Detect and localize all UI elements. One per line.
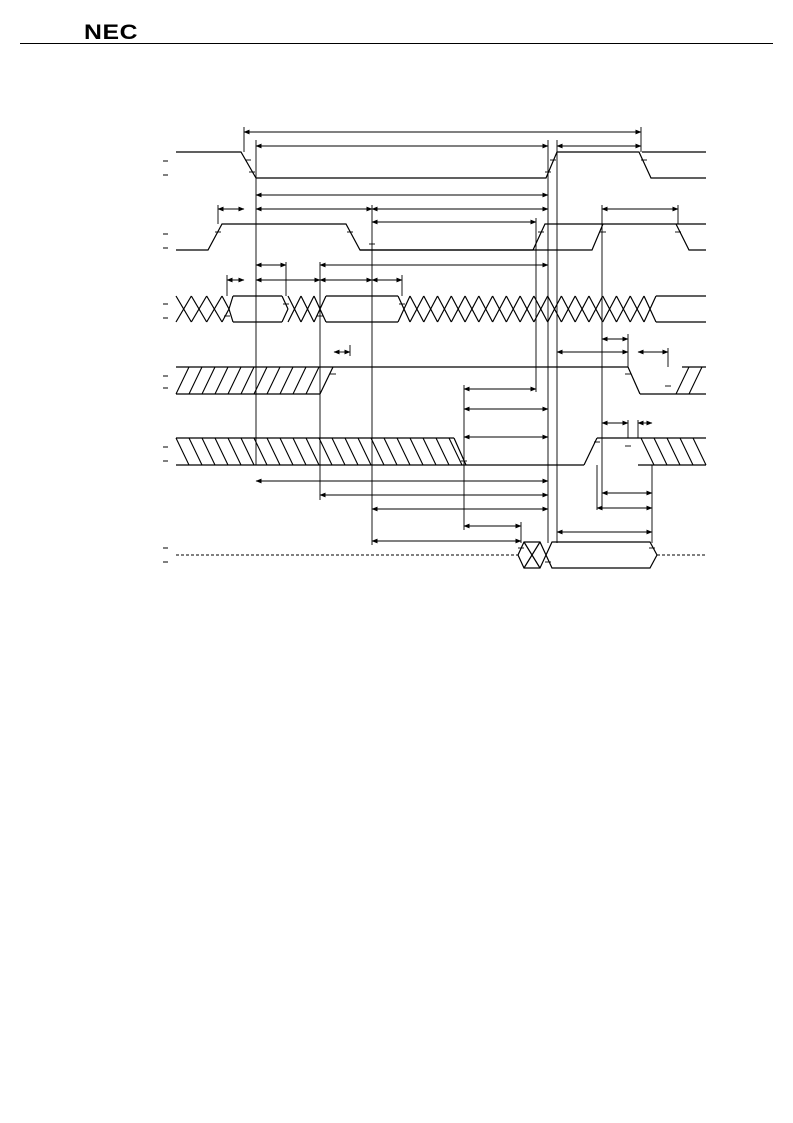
- edge-ticks: [215, 159, 681, 563]
- level-ticks: [163, 160, 168, 563]
- waveform-row-5: [176, 437, 706, 466]
- waveform-row-4: [176, 366, 706, 395]
- hatching: [175, 366, 707, 466]
- waveform-row-3: [175, 295, 706, 323]
- waveform-row-2: [176, 223, 706, 251]
- nec-logo: NEC: [84, 21, 139, 44]
- reference-lines: [217, 127, 679, 545]
- timing-dimensions: [217, 129, 679, 544]
- header-rule: [20, 43, 773, 44]
- waveform-row-6: [176, 541, 706, 569]
- waveform-row-1: [176, 151, 706, 179]
